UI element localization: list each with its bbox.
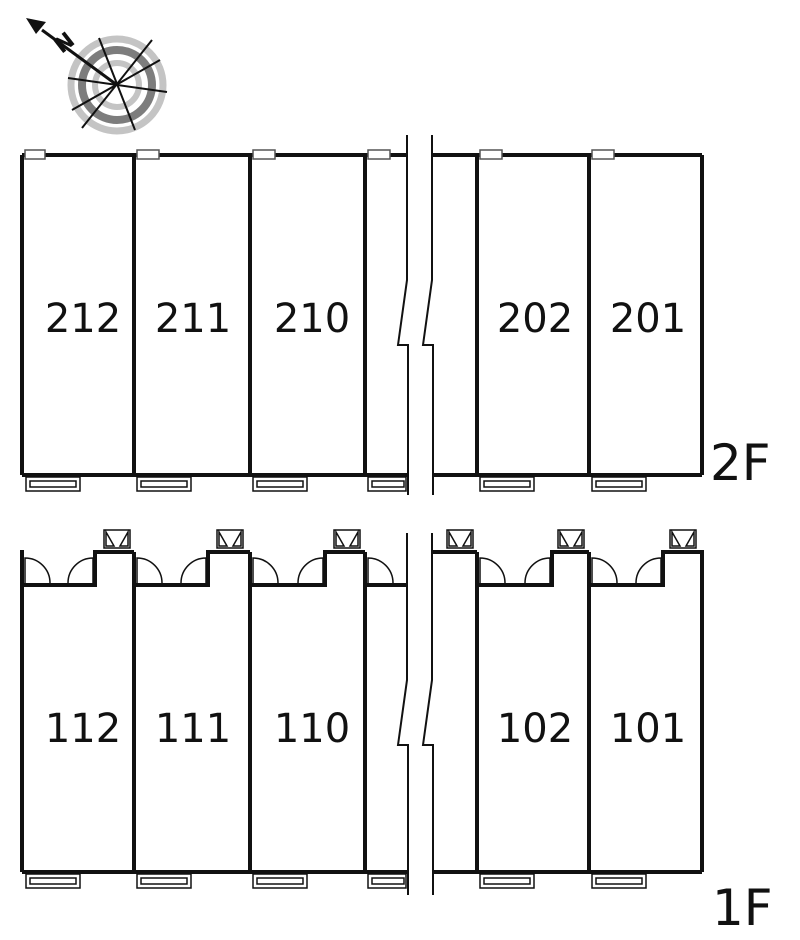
room-111-number: 111 <box>155 706 231 752</box>
floor-1f: 112 111 110 102 101 1F <box>20 529 773 937</box>
room-211-number: 211 <box>155 296 231 342</box>
room-102-number: 102 <box>497 706 573 752</box>
room-202-number: 202 <box>497 296 573 342</box>
floor-label-2f: 2F <box>710 434 771 492</box>
floor-label-1f: 1F <box>712 879 773 937</box>
compass-icon: N <box>26 18 168 135</box>
floor-2f: 212 211 210 202 201 2F <box>20 135 771 495</box>
room-201-number: 201 <box>610 296 686 342</box>
room-101-number: 101 <box>610 706 686 752</box>
room-112-number: 112 <box>45 706 121 752</box>
room-210-number: 210 <box>274 296 350 342</box>
room-110-number: 110 <box>274 706 350 752</box>
room-212-number: 212 <box>45 296 121 342</box>
